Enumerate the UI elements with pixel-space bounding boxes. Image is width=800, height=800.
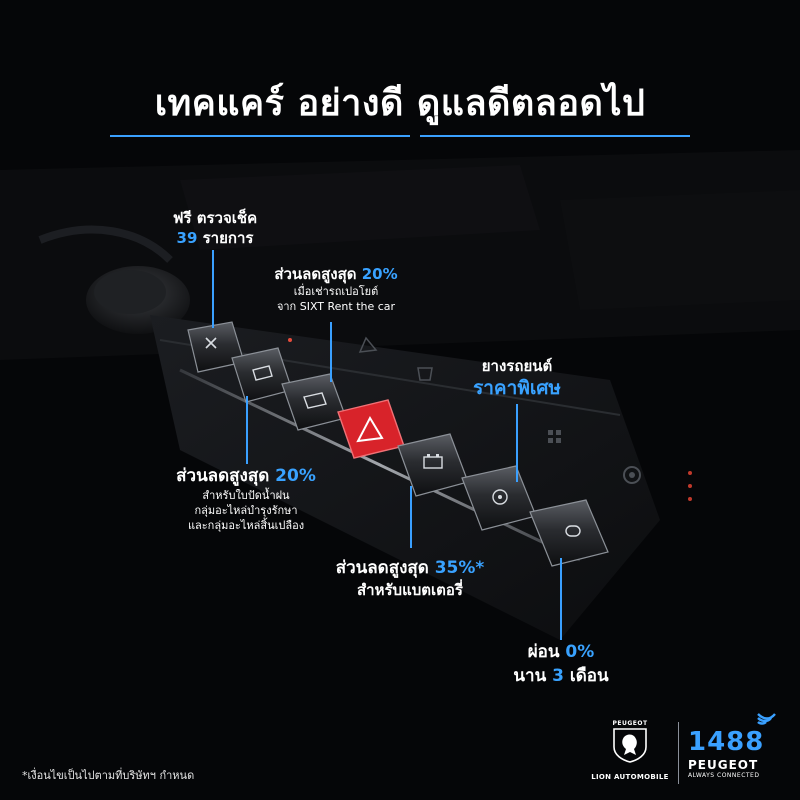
- callout-tires: ยางรถยนต์ ราคาพิเศษ: [450, 356, 584, 400]
- installment-lead: ผ่อน: [527, 642, 560, 662]
- tools-icon: [205, 337, 217, 349]
- hotline-tagline: ALWAYS CONNECTED: [688, 772, 760, 779]
- leader-parts: [246, 396, 248, 464]
- rental-lead: ส่วนลดสูงสุด: [274, 265, 357, 283]
- leader-rental: [330, 322, 332, 382]
- brand-hotline: 1488 PEUGEOT ALWAYS CONNECTED: [688, 728, 788, 780]
- leader-battery: [410, 486, 412, 548]
- car-front-icon: [252, 365, 273, 381]
- car-front-icon: [303, 392, 327, 409]
- lion-logo-icon: [613, 728, 647, 763]
- rental-percent: 20%: [361, 265, 398, 283]
- key-tools[interactable]: [187, 321, 245, 373]
- callout-battery: ส่วนลดสูงสุด 35%* สำหรับแบตเตอรี่: [326, 556, 494, 600]
- battery-percent: 35%*: [434, 558, 485, 578]
- rental-sub1: เมื่อเช่ารถเปอโยต์: [293, 285, 379, 298]
- page-title: เทคแคร์ อย่างดี ดูแลดีตลอดไป: [154, 83, 646, 124]
- parts-percent: 20%: [275, 466, 316, 486]
- wifi-signal-icon: [757, 713, 776, 725]
- free-check-count: 39: [176, 229, 198, 247]
- battery-line2: สำหรับแบตเตอรี่: [357, 581, 463, 599]
- brand-lion-automobile: PEUGEOT LION AUTOMOBILE: [590, 718, 670, 781]
- callout-installment: ผ่อน 0% นาน 3 เดือน: [496, 640, 626, 688]
- installment-post: เดือน: [569, 666, 609, 686]
- battery-icon: [423, 454, 443, 469]
- leader-tires: [516, 404, 518, 482]
- parts-sub3: และกลุ่มอะไหล่สิ้นเปลือง: [187, 519, 305, 532]
- installment-rate: 0%: [565, 642, 595, 662]
- installment-months: 3: [552, 666, 564, 686]
- hotline-brand: PEUGEOT: [688, 758, 759, 772]
- installment-pre: นาน: [513, 666, 547, 686]
- key-hazard[interactable]: [337, 399, 405, 459]
- leader-installment: [560, 558, 562, 640]
- key-drive[interactable]: [529, 499, 609, 567]
- parts-sub1: สำหรับใบปัดน้ำฝน: [202, 489, 290, 502]
- brand-divider: [678, 722, 679, 784]
- footnote: *เงื่อนไขเป็นไปตามที่บริษัทฯ กำหนด: [22, 769, 195, 782]
- lion-name-text: LION AUTOMOBILE: [591, 773, 669, 781]
- headline: เทคแคร์ อย่างดี ดูแลดีตลอดไป: [0, 82, 800, 126]
- rental-sub2: จาก SIXT Rent the car: [276, 300, 396, 313]
- lion-cap-text: PEUGEOT: [612, 720, 648, 727]
- battery-lead: ส่วนลดสูงสุด: [335, 558, 429, 578]
- callout-free-check: ฟรี ตรวจเช็ค 39 รายการ: [140, 208, 290, 248]
- tires-line1: ยางรถยนต์: [481, 357, 553, 375]
- title-underline: [110, 135, 690, 137]
- callout-rental: ส่วนลดสูงสุด 20% เมื่อเช่ารถเปอโยต์ จาก …: [246, 264, 426, 314]
- leader-free-check: [212, 250, 214, 328]
- fan-icon: [492, 489, 508, 505]
- hazard-triangle-icon: [356, 415, 384, 443]
- hotline-number: 1488: [688, 727, 765, 757]
- callout-parts: ส่วนลดสูงสุด 20% สำหรับใบปัดน้ำฝน กลุ่มอ…: [158, 464, 334, 533]
- parts-lead: ส่วนลดสูงสุด: [176, 466, 270, 486]
- free-check-line1: ฟรี ตรวจเช็ค: [172, 209, 258, 227]
- tires-line2: ราคาพิเศษ: [473, 377, 561, 399]
- parts-sub2: กลุ่มอะไหล่บำรุงรักษา: [194, 504, 298, 517]
- gear-icon: [623, 466, 641, 484]
- free-check-unit: รายการ: [202, 229, 254, 247]
